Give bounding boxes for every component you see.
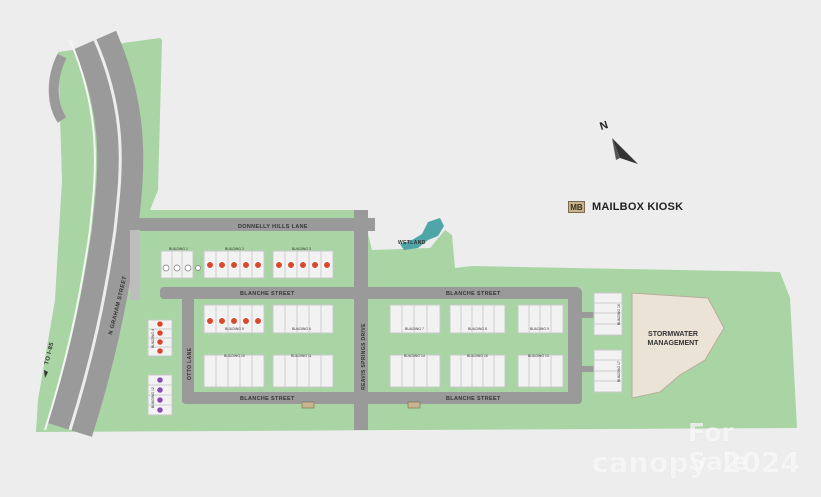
watermark-year: 2024 bbox=[722, 446, 800, 479]
blanche-street-bottom bbox=[182, 392, 582, 404]
donnelly-hills-road bbox=[130, 218, 375, 231]
building-10[interactable] bbox=[203, 354, 265, 388]
building-label: BUILDING 9 bbox=[530, 327, 549, 331]
wetland bbox=[400, 218, 444, 250]
building-label: BUILDING 3 bbox=[292, 247, 311, 251]
unit-dividers bbox=[148, 251, 622, 406]
building-label: BUILDING 14 bbox=[404, 354, 425, 358]
building-label: BUILDING 17 bbox=[617, 361, 621, 382]
building-6[interactable] bbox=[272, 304, 334, 334]
building-label: BUILDING 6 bbox=[292, 327, 311, 331]
stormwater-line1: STORMWATER bbox=[648, 331, 698, 338]
building-label: BUILDING 12 bbox=[151, 387, 155, 408]
building-label: BUILDING 8 bbox=[468, 327, 487, 331]
building-16[interactable] bbox=[593, 292, 623, 336]
watermark-brand: canopy bbox=[592, 446, 708, 479]
north-arrow: N bbox=[598, 119, 640, 175]
building-label: BUILDING 10 bbox=[224, 354, 245, 358]
available-units bbox=[162, 264, 201, 272]
donnelly-hills-label: DONNELLY HILLS LANE bbox=[238, 224, 308, 230]
reavis-springs-label: REAVIS SPRINGS DRIVE bbox=[361, 323, 367, 390]
building-8[interactable] bbox=[449, 304, 506, 334]
n-graham-verge bbox=[44, 39, 96, 431]
mailbox-kiosk-label: MAILBOX KIOSK bbox=[592, 201, 684, 213]
building-14[interactable] bbox=[389, 354, 441, 388]
blanche-street-label-2: BLANCHE STREET bbox=[446, 291, 501, 297]
wetland-label: WETLAND bbox=[398, 240, 426, 246]
building-label: BUILDING 5 bbox=[225, 327, 244, 331]
n-graham-exit bbox=[48, 53, 67, 123]
stormwater-pond bbox=[631, 292, 725, 399]
watermark-for-sale: For Sale bbox=[688, 418, 749, 476]
stormwater-line2: MANAGEMENT bbox=[647, 340, 699, 347]
building-label: BUILDING 16 bbox=[617, 304, 621, 325]
building-label: BUILDING 13 bbox=[528, 354, 549, 358]
reserved-units bbox=[156, 376, 164, 414]
sold-units bbox=[156, 261, 331, 355]
otto-lane-label: OTTO LANE bbox=[187, 347, 193, 380]
left-road-upper bbox=[130, 230, 140, 300]
legend: MB MAILBOX KIOSK bbox=[568, 201, 683, 213]
building-label: BUILDING 7 bbox=[405, 327, 424, 331]
building-label: BUILDING 1 bbox=[169, 247, 188, 251]
reavis-springs-road bbox=[354, 210, 368, 430]
compass-arrow-icon bbox=[612, 138, 638, 164]
building-15[interactable] bbox=[449, 354, 506, 388]
to-i85-arrow bbox=[44, 370, 48, 378]
blanche-street-east bbox=[568, 287, 582, 404]
building-2[interactable] bbox=[203, 250, 265, 279]
building-label: BUILDING 2 bbox=[225, 247, 244, 251]
building-label: BUILDING 4 bbox=[151, 329, 155, 348]
blanche-street-label-1: BLANCHE STREET bbox=[240, 291, 295, 297]
stormwater-label: STORMWATER MANAGEMENT bbox=[643, 330, 703, 348]
blanche-street-top bbox=[160, 287, 580, 299]
building-11[interactable] bbox=[272, 354, 334, 388]
building-label: BUILDING 11 bbox=[291, 354, 312, 358]
mailbox-kiosk-markers bbox=[301, 401, 421, 409]
building-labels: BUILDING 1 BUILDING 2 BUILDING 3 BUILDIN… bbox=[151, 247, 621, 408]
blanche-street-label-3: BLANCHE STREET bbox=[240, 396, 295, 402]
to-i85-label: TO I-85 bbox=[44, 341, 55, 365]
otto-lane-road bbox=[182, 297, 194, 402]
n-graham-median bbox=[68, 39, 122, 431]
donnelly-connector bbox=[120, 218, 140, 231]
building-7[interactable] bbox=[389, 304, 441, 334]
blanche-street-label-4: BLANCHE STREET bbox=[446, 396, 501, 402]
building-label: BUILDING 15 bbox=[467, 354, 488, 358]
mailbox-kiosk-badge: MB bbox=[568, 201, 585, 213]
building-1[interactable] bbox=[160, 250, 194, 279]
